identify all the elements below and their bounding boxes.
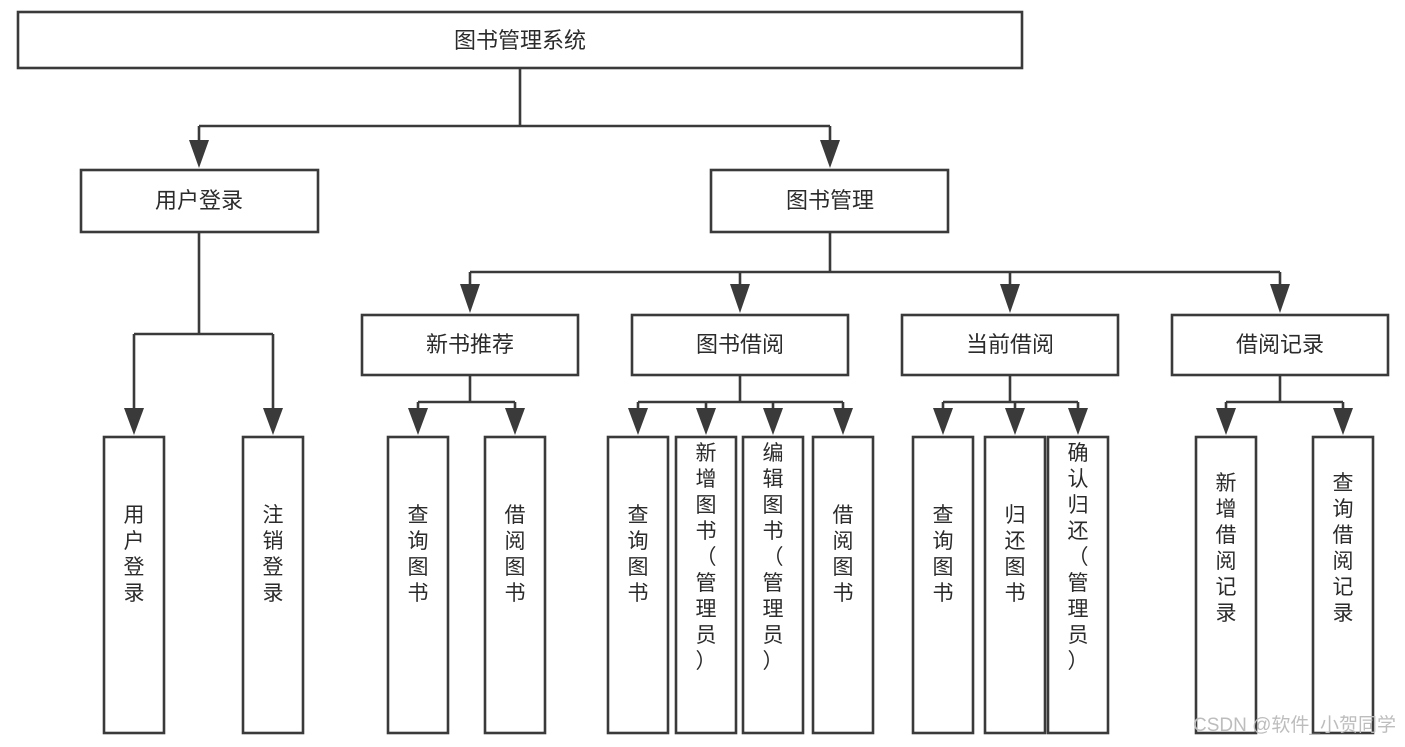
node-leaf-logout-login-box[interactable] — [241, 435, 305, 735]
node-leaf-borrow-book-2-label: 借阅图书 — [833, 504, 854, 605]
node-current-borrow-box[interactable] — [900, 313, 1120, 377]
arrowhead-new-book-to-leaf-1 — [408, 408, 428, 435]
node-root-box[interactable] — [16, 10, 1024, 70]
node-leaf-borrow-book-1-label: 借阅图书 — [505, 504, 526, 605]
node-leaf-edit-book-box[interactable] — [741, 435, 805, 735]
node-leaf-confirm-return-label: 确认归还（管理员） — [1068, 442, 1089, 673]
node-leaf-add-record[interactable]: 新增借阅记录 — [1194, 435, 1258, 735]
node-new-book-recommend[interactable]: 新书推荐 — [360, 313, 580, 377]
arrowhead-bb-to-leaf-2 — [696, 408, 716, 435]
arrowhead-br-to-leaf-2 — [1333, 408, 1353, 435]
node-leaf-query-book-3[interactable]: 查询图书 — [911, 435, 975, 735]
node-leaf-logout-login-label: 注销登录 — [263, 504, 284, 605]
node-leaf-edit-book-label: 编辑图书（管理员） — [763, 442, 784, 673]
node-new-book-recommend-label: 新书推荐 — [426, 332, 514, 357]
node-leaf-query-book-3-label: 查询图书 — [933, 504, 954, 605]
node-user-login-label: 用户登录 — [155, 188, 243, 213]
arrowhead-bb-to-leaf-3 — [763, 408, 783, 435]
node-leaf-query-book-3-box[interactable] — [911, 435, 975, 735]
edge-layer — [124, 68, 1353, 435]
node-leaf-user-login-box[interactable] — [102, 435, 166, 735]
node-leaf-confirm-return-box[interactable] — [1046, 435, 1110, 735]
node-borrow-record[interactable]: 借阅记录 — [1170, 313, 1390, 377]
arrowhead-bm-to-borrow-record — [1270, 284, 1290, 313]
node-borrow-record-box[interactable] — [1170, 313, 1390, 377]
node-leaf-add-record-label: 新增借阅记录 — [1216, 472, 1237, 625]
node-leaf-query-record-box[interactable] — [1311, 435, 1375, 735]
node-new-book-recommend-box[interactable] — [360, 313, 580, 377]
arrowhead-bb-to-leaf-4 — [833, 408, 853, 435]
node-leaf-query-book-1-label: 查询图书 — [408, 504, 429, 605]
node-leaf-add-book[interactable]: 新增图书（管理员） — [674, 435, 738, 735]
node-leaf-user-login-label: 用户登录 — [124, 504, 145, 605]
node-leaf-query-book-1[interactable]: 查询图书 — [386, 435, 450, 735]
arrowhead-br-to-leaf-1 — [1216, 408, 1236, 435]
node-leaf-return-book-box[interactable] — [983, 435, 1047, 735]
node-leaf-return-book[interactable]: 归还图书 — [983, 435, 1047, 735]
node-leaf-borrow-book-2[interactable]: 借阅图书 — [811, 435, 875, 735]
arrowhead-user-login-to-leaf-2 — [263, 408, 283, 435]
node-book-borrow[interactable]: 图书借阅 — [630, 313, 850, 377]
arrowhead-bm-to-current-borrow — [1000, 284, 1020, 313]
node-leaf-query-book-2-label: 查询图书 — [628, 504, 649, 605]
node-leaf-borrow-book-1-box[interactable] — [483, 435, 547, 735]
node-current-borrow[interactable]: 当前借阅 — [900, 313, 1120, 377]
arrowhead-cb-to-leaf-1 — [933, 408, 953, 435]
arrowhead-cb-to-leaf-2 — [1005, 408, 1025, 435]
csdn-watermark: CSDN @软件_小贺同学 — [1193, 714, 1396, 736]
arrowhead-bm-to-book-borrow — [730, 284, 750, 313]
node-leaf-query-book-1-box[interactable] — [386, 435, 450, 735]
node-book-management-box[interactable] — [709, 168, 950, 234]
arrowhead-bb-to-leaf-1 — [628, 408, 648, 435]
arrowhead-cb-to-leaf-3 — [1068, 408, 1088, 435]
node-leaf-query-book-2-box[interactable] — [606, 435, 670, 735]
node-book-borrow-box[interactable] — [630, 313, 850, 377]
node-borrow-record-label: 借阅记录 — [1236, 332, 1324, 357]
node-root-label: 图书管理系统 — [454, 28, 586, 53]
node-user-login[interactable]: 用户登录 — [79, 168, 320, 234]
arrowhead-root-to-user-login — [189, 140, 209, 168]
node-book-management[interactable]: 图书管理 — [709, 168, 950, 234]
arrowhead-root-to-book-management — [820, 140, 840, 168]
node-leaf-return-book-label: 归还图书 — [1005, 504, 1026, 605]
node-leaf-logout-login[interactable]: 注销登录 — [241, 435, 305, 735]
node-leaf-edit-book[interactable]: 编辑图书（管理员） — [741, 435, 805, 735]
node-leaf-user-login[interactable]: 用户登录 — [102, 435, 166, 735]
arrowhead-bm-to-new-book — [460, 284, 480, 313]
node-leaf-add-book-box[interactable] — [674, 435, 738, 735]
arrowhead-user-login-to-leaf-1 — [124, 408, 144, 435]
node-book-management-label: 图书管理 — [786, 188, 874, 213]
node-book-borrow-label: 图书借阅 — [696, 332, 784, 357]
node-leaf-query-record[interactable]: 查询借阅记录 — [1311, 435, 1375, 735]
node-leaf-borrow-book-1[interactable]: 借阅图书 — [483, 435, 547, 735]
node-leaf-borrow-book-2-box[interactable] — [811, 435, 875, 735]
node-leaf-query-record-label: 查询借阅记录 — [1333, 472, 1354, 625]
node-user-login-box[interactable] — [79, 168, 320, 234]
arrowhead-new-book-to-leaf-2 — [505, 408, 525, 435]
node-leaf-confirm-return[interactable]: 确认归还（管理员） — [1046, 435, 1110, 735]
node-leaf-add-record-box[interactable] — [1194, 435, 1258, 735]
node-leaf-query-book-2[interactable]: 查询图书 — [606, 435, 670, 735]
node-root[interactable]: 图书管理系统 — [16, 10, 1024, 70]
node-leaf-add-book-label: 新增图书（管理员） — [696, 442, 717, 673]
node-current-borrow-label: 当前借阅 — [966, 332, 1054, 357]
